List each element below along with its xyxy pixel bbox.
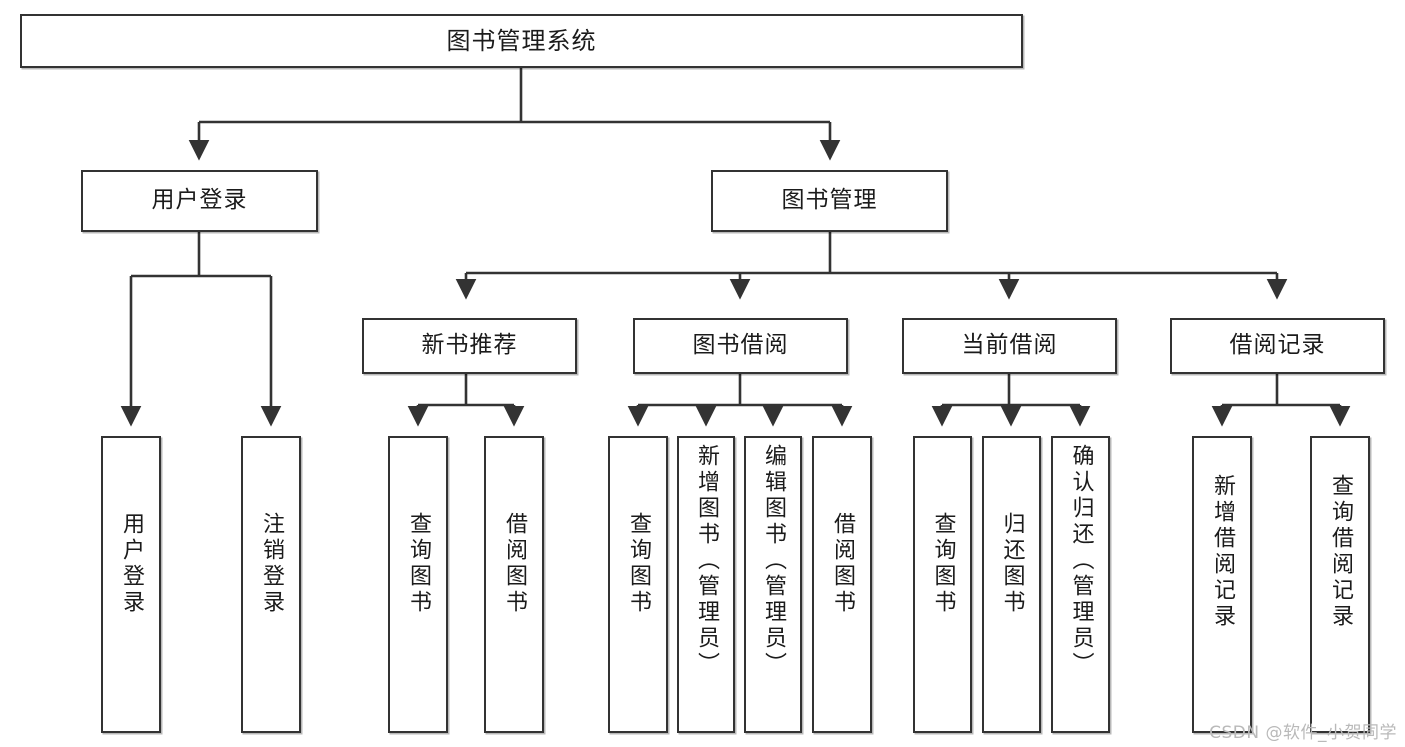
- node-label: 用户登录: [119, 512, 144, 616]
- node-label: 查询借阅记录: [1328, 474, 1353, 630]
- node-label: 当前借阅: [961, 332, 1058, 359]
- leaf-current-return-book[interactable]: 归还图书: [982, 436, 1041, 733]
- leaf-new-book-query[interactable]: 查询图书: [388, 436, 448, 733]
- leaf-current-query-book[interactable]: 查询图书: [913, 436, 972, 733]
- leaf-borrow-borrow-book[interactable]: 借阅图书: [812, 436, 872, 733]
- leaf-borrow-add-book-admin[interactable]: 新增图书（管理员）: [677, 436, 735, 733]
- node-current-borrow[interactable]: 当前借阅: [902, 318, 1117, 374]
- node-book-management[interactable]: 图书管理: [711, 170, 948, 232]
- leaf-borrow-query-book[interactable]: 查询图书: [608, 436, 668, 733]
- node-label: 确认归还（管理员）: [1068, 444, 1094, 678]
- node-label: 图书管理系统: [446, 26, 597, 55]
- node-label: 借阅图书: [830, 512, 855, 616]
- watermark: CSDN @软件_小贺同学: [1209, 723, 1397, 743]
- node-label: 图书管理: [781, 187, 878, 214]
- leaf-new-book-borrow[interactable]: 借阅图书: [484, 436, 544, 733]
- leaf-user-login-login[interactable]: 用户登录: [101, 436, 161, 733]
- node-borrow-record[interactable]: 借阅记录: [1170, 318, 1385, 374]
- node-label: 归还图书: [999, 512, 1025, 616]
- node-label: 用户登录: [151, 187, 248, 214]
- node-label: 借阅图书: [502, 512, 527, 616]
- node-new-book-recommend[interactable]: 新书推荐: [362, 318, 577, 374]
- leaf-record-query-record[interactable]: 查询借阅记录: [1310, 436, 1370, 733]
- leaf-record-add-record[interactable]: 新增借阅记录: [1192, 436, 1252, 733]
- node-label: 借阅记录: [1229, 332, 1326, 359]
- node-label: 新书推荐: [421, 332, 518, 359]
- node-label: 查询图书: [930, 512, 956, 616]
- node-label: 编辑图书（管理员）: [761, 444, 786, 678]
- node-book-borrow[interactable]: 图书借阅: [633, 318, 848, 374]
- node-root-system[interactable]: 图书管理系统: [20, 14, 1023, 68]
- leaf-user-login-logout[interactable]: 注销登录: [241, 436, 301, 733]
- node-label: 查询图书: [626, 512, 651, 616]
- node-label: 注销登录: [259, 512, 284, 616]
- node-label: 查询图书: [406, 512, 431, 616]
- leaf-current-confirm-return-admin[interactable]: 确认归还（管理员）: [1051, 436, 1110, 733]
- leaf-borrow-edit-book-admin[interactable]: 编辑图书（管理员）: [744, 436, 802, 733]
- node-label: 新增图书（管理员）: [694, 444, 719, 678]
- node-user-login[interactable]: 用户登录: [81, 170, 318, 232]
- node-label: 新增借阅记录: [1210, 474, 1235, 630]
- node-label: 图书借阅: [692, 332, 789, 359]
